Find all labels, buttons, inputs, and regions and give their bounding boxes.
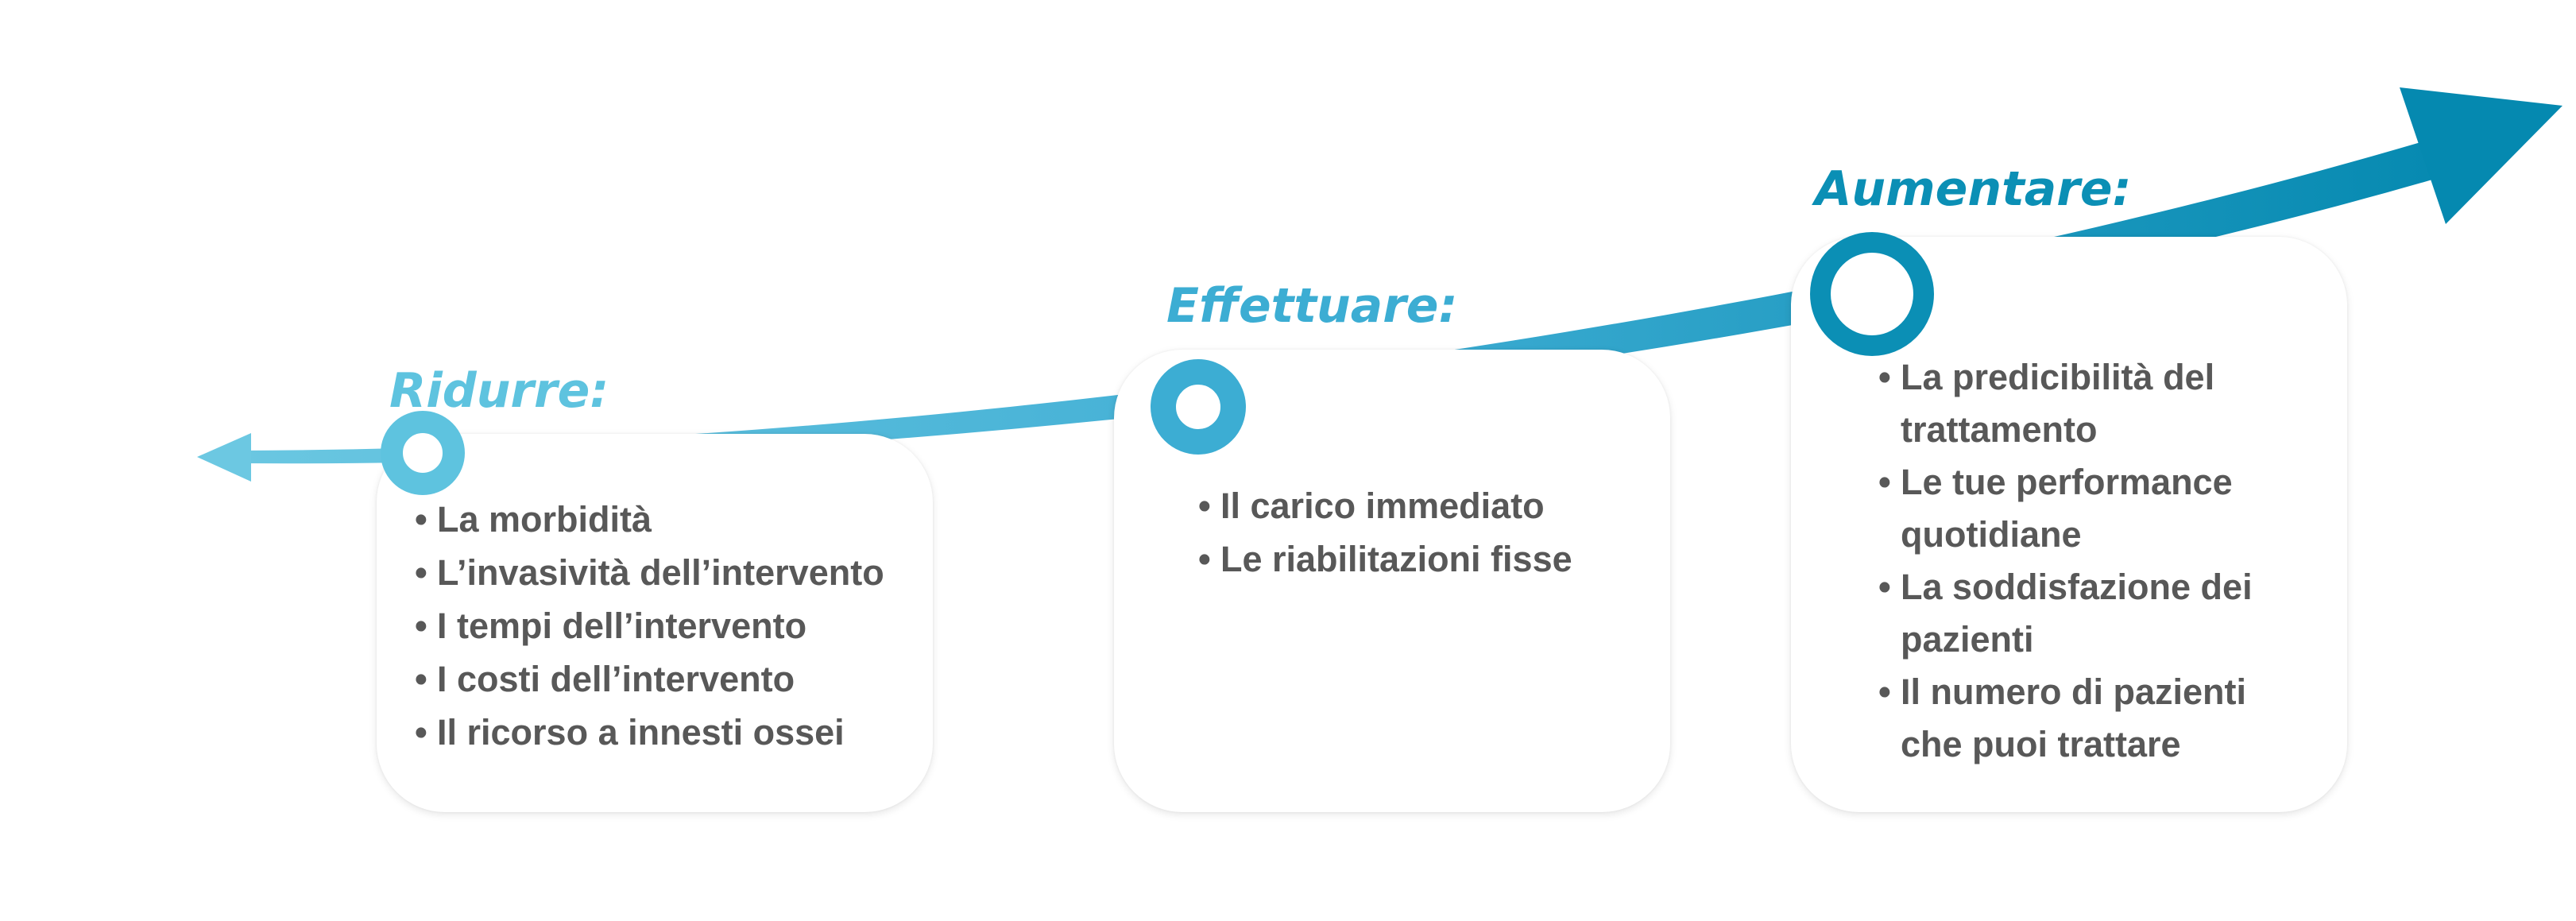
list-item: Il numero di pazienti che puoi trattare (1878, 666, 2314, 771)
stage-list-aumentare: La predicibilità del trattamento Le tue … (1878, 351, 2314, 771)
list-item: Il carico immediato (1198, 479, 1572, 532)
list-item: La predicibilità del trattamento (1878, 351, 2314, 456)
stage-title-aumentare: Aumentare: (1815, 161, 2132, 217)
stage-list-ridurre: La morbidità L’invasività dell’intervent… (415, 493, 884, 759)
milestone-marker-effettuare (1151, 359, 1246, 455)
milestone-marker-aumentare (1810, 232, 1934, 356)
arrow-head-right (2400, 87, 2562, 224)
stage-title-effettuare: Effettuare: (1166, 278, 1458, 334)
list-item: La soddisfazione dei pazienti (1878, 561, 2314, 666)
list-item: L’invasività dell’intervento (415, 546, 884, 599)
milestone-marker-ridurre (381, 411, 465, 495)
stage-title-ridurre: Ridurre: (389, 363, 609, 419)
arrow-tail-left (197, 433, 251, 482)
list-item: I costi dell’intervento (415, 652, 884, 706)
stage-list-effettuare: Il carico immediato Le riabilitazioni fi… (1198, 479, 1572, 586)
list-item: I tempi dell’intervento (415, 599, 884, 652)
list-item: Il ricorso a innesti ossei (415, 706, 884, 759)
list-item: La morbidità (415, 493, 884, 546)
list-item: Le tue performance quotidiane (1878, 456, 2314, 561)
list-item: Le riabilitazioni fisse (1198, 532, 1572, 586)
